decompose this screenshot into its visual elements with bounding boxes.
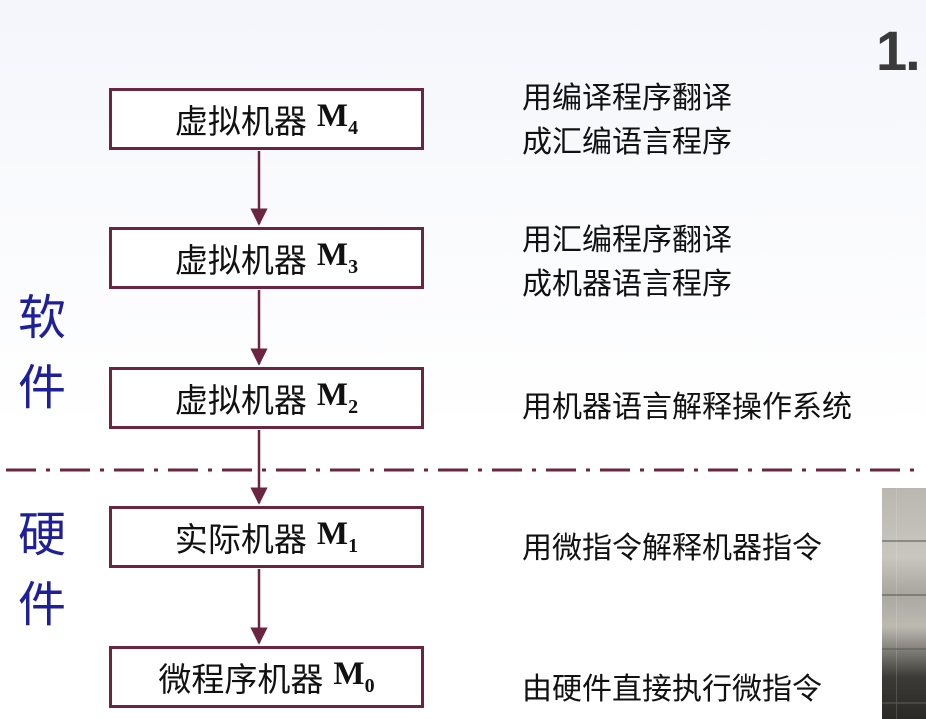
description-line: 用编译程序翻译 — [522, 81, 732, 116]
level-box-m0: 微程序机器 M0 — [109, 646, 424, 708]
description-line: 成机器语言程序 — [522, 267, 732, 302]
machine-label: M4 — [316, 98, 359, 139]
slide-number: 1. — [876, 19, 921, 82]
level-box-m1: 实际机器 M1 — [109, 506, 424, 568]
description-line: 由硬件直接执行微指令 — [522, 672, 822, 707]
hardware-label: 硬件 — [18, 507, 67, 633]
machine-label: M3 — [316, 237, 359, 278]
level-name: 虚拟机器 — [174, 102, 307, 141]
description-m3: 用汇编程序翻译 成机器语言程序 — [522, 219, 732, 307]
level-name: 微程序机器 — [158, 660, 324, 699]
level-name: 虚拟机器 — [174, 381, 307, 420]
description-m1: 用微指令解释机器指令 — [522, 527, 822, 571]
machine-label: M1 — [316, 516, 359, 557]
level-box-m4: 虚拟机器 M4 — [109, 88, 424, 150]
video-overlay-image — [882, 488, 926, 719]
level-name: 实际机器 — [174, 520, 307, 559]
description-m2: 用机器语言解释操作系统 — [522, 386, 852, 430]
description-m0: 由硬件直接执行微指令 — [522, 668, 822, 712]
level-name: 虚拟机器 — [174, 241, 307, 280]
description-m4: 用编译程序翻译 成汇编语言程序 — [522, 77, 732, 165]
level-box-m2: 虚拟机器 M2 — [109, 367, 424, 429]
description-line: 用微指令解释机器指令 — [522, 531, 822, 566]
description-line: 用机器语言解释操作系统 — [522, 390, 852, 425]
description-line: 用汇编程序翻译 — [522, 223, 732, 258]
machine-label: M2 — [316, 377, 359, 418]
level-box-m3: 虚拟机器 M3 — [109, 227, 424, 289]
description-line: 成汇编语言程序 — [522, 125, 732, 160]
machine-label: M0 — [333, 656, 375, 697]
software-label: 软件 — [18, 290, 67, 416]
